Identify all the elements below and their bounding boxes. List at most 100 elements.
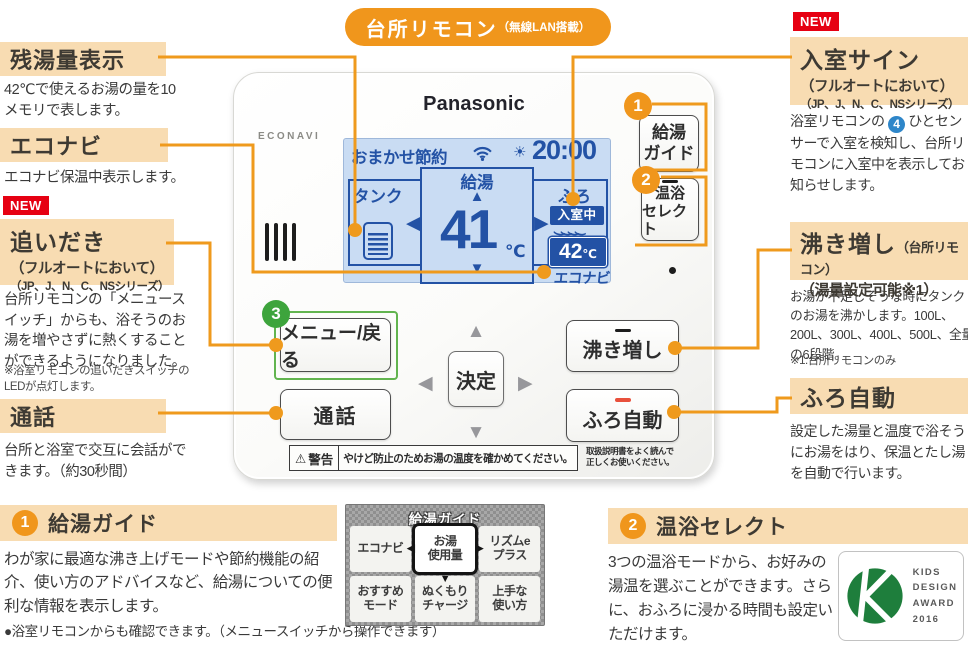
feature2-header: 2 温浴セレクト <box>608 508 968 544</box>
wifi-icon <box>473 147 492 161</box>
guide-cell-recommend: おすすめ モード <box>350 576 411 622</box>
kitchen-remote-badge-title: 台所リモコン <box>365 18 498 41</box>
sensor-number-badge: 4 <box>887 115 905 133</box>
hot-water-guide-button[interactable]: 給湯 ガイド <box>639 115 699 172</box>
guide-cell-howto: 上手な 使い方 <box>479 576 540 622</box>
label-entry-sign: 入室サイン （フルオートにおいて） （JP、J、N、C、NSシリーズ） <box>790 37 968 111</box>
select-down-icon: ▼ <box>439 573 451 585</box>
bath-auto-button[interactable]: ふろ自動 <box>566 389 679 442</box>
select-left-icon: ◀ <box>406 542 415 555</box>
oidaki-description: 台所リモコンの「メニュースイッチ」からも、浴そうのお湯を増やさずに熱くすることが… <box>4 292 187 370</box>
label-boost-title-suffix: （台所リモコン） <box>800 240 959 277</box>
lcd-temperature-unit: ℃ <box>505 242 526 261</box>
label-entry-sign-subtitle1: （フルオートにおいて） <box>800 79 954 95</box>
enter-button[interactable]: 決定 <box>448 351 504 407</box>
label-oidaki-title: 追いだき <box>10 229 106 255</box>
guide-cell-rhythm: リズムe プラス <box>479 526 540 572</box>
new-badge-nyushitsu: NEW <box>793 12 839 31</box>
kids-design-award-text: KIDS DESIGN AWARD 2016 <box>912 566 958 625</box>
section-right-icon: ▶ <box>534 213 549 234</box>
furo-temp-unit: ℃ <box>582 247 597 261</box>
feature1-title: 給湯ガイド <box>48 513 158 536</box>
guide-cell-econavi: エコナビ <box>350 526 411 572</box>
label-oidaki: 追いだき （フルオートにおいて） （JP、J、N、C、NSシリーズ） <box>0 219 174 293</box>
label-boost-title-row: 沸き増し（台所リモコン） <box>800 225 968 279</box>
guide-screen-mock: 給湯ガイド エコナビ お湯 使用量 ◀ ▶ ▼ リズムe プラス おすすめ モー… <box>345 504 545 626</box>
warning-label: ⚠ 警告 <box>290 446 340 470</box>
talk-description: 台所と浴室で交互に会話ができます。（約30秒間） <box>4 443 187 481</box>
furo-temp-box: 42℃ <box>549 237 607 267</box>
guide-screen-grid: エコナビ お湯 使用量 ◀ ▶ ▼ リズムe プラス おすすめ モード ぬくもり… <box>350 526 540 622</box>
feature2-number: 2 <box>620 513 646 539</box>
button-indicator <box>614 328 631 333</box>
nav-up-icon[interactable]: ▲ <box>466 321 486 342</box>
label-bath-auto-title: ふろ自動 <box>800 385 896 411</box>
label-boost-title: 沸き増し <box>800 231 896 257</box>
boost-footnote: ※1:台所リモコンのみ <box>790 355 896 367</box>
kitchen-remote-badge: 台所リモコン （無線LAN搭載） <box>345 8 611 46</box>
kids-design-award-logo: KIDS DESIGN AWARD 2016 <box>838 551 964 641</box>
label-boost-subtitle: （湯量設定可能※1） <box>800 282 938 299</box>
remaining-hot-water-description: 42℃で使えるお湯の量を10メモリで表します。 <box>4 82 176 120</box>
entry-sign-text-post: ひとセンサーで入室を検知し、台所リモコンに入室中を表示してお知らせします。 <box>790 113 965 193</box>
warning-strip: ⚠ 警告 やけど防止のためお湯の温度を確かめてください。 <box>289 445 578 471</box>
lcd-mode-text: おまかせ節約 <box>351 149 448 167</box>
kitchen-remote-device: Panasonic ECONAVI おまかせ節約 ☀ 20:00 タンク 給湯 … <box>233 72 715 480</box>
talk-button[interactable]: 通話 <box>280 389 391 440</box>
warning-note: 取扱説明書をよく読んで 正しくお使いください。 <box>586 446 675 468</box>
speaker-grille <box>265 223 301 266</box>
feature1-bullet: ●浴室リモコンからも確認できます。（メニュースイッチから操作できます） <box>4 624 445 639</box>
feature1-header: 1 給湯ガイド <box>0 505 337 541</box>
entry-sign-text-pre: 浴室リモコンの <box>790 113 885 129</box>
bath-auto-description: 設定した湯量と温度で浴そうにお湯をはり、保温とたし湯を自動で行います。 <box>790 423 966 481</box>
label-econavi-title: エコナビ <box>10 134 103 159</box>
label-talk: 通話 <box>0 399 166 433</box>
select-right-icon: ▶ <box>475 542 484 555</box>
guide-cell-usage-selected: お湯 使用量 ◀ ▶ ▼ <box>407 526 484 585</box>
label-remaining-hot-water-title: 残湯量表示 <box>10 48 126 73</box>
label-talk-title: 通話 <box>10 405 57 430</box>
feature1-number: 1 <box>12 510 38 536</box>
bullet-icon: ● <box>4 624 12 639</box>
nav-right-icon[interactable]: ▶ <box>518 373 533 394</box>
label-oidaki-subtitle2: （JP、J、N、C、NSシリーズ） <box>10 281 169 293</box>
lcd-display: おまかせ節約 ☀ 20:00 タンク 給湯 ▲ 41 ℃ ▼ ◀ ▶ ふろ <box>343 135 611 287</box>
furo-temp-value: 42 <box>559 240 583 263</box>
lcd-temperature: 41 <box>440 198 498 260</box>
menu-back-button[interactable]: メニュー/戻る <box>280 318 391 372</box>
label-entry-sign-title: 入室サイン <box>800 47 920 73</box>
presence-badge: 入室中 <box>550 206 604 225</box>
button-indicator <box>662 179 678 184</box>
label-oidaki-subtitle1: （フルオートにおいて） <box>10 261 164 277</box>
callout-2: 2 <box>632 166 660 194</box>
section-left-icon: ◀ <box>406 213 421 234</box>
label-bath-auto: ふろ自動 <box>790 378 968 414</box>
new-badge-oidaki: NEW <box>3 196 49 215</box>
econavi-logo: ECONAVI <box>258 131 321 142</box>
new-badge-text: NEW <box>3 196 49 215</box>
feature2-title: 温浴セレクト <box>656 516 788 539</box>
temp-down-icon: ▼ <box>469 260 485 277</box>
lcd-tank-label: タンク <box>353 188 403 206</box>
boost-description: お湯が不足しそうな時にタンクのお湯を沸かします。100L、200L、300L、4… <box>790 289 968 362</box>
entry-sign-description: 浴室リモコンの 4 ひとセンサーで入室を検知し、台所リモコンに入室中を表示してお… <box>790 111 968 196</box>
kitchen-remote-badge-subtitle: （無線LAN搭載） <box>497 22 591 34</box>
econavi-description: エコナビ保温中表示します。 <box>4 170 185 186</box>
mic-hole <box>669 267 676 274</box>
lcd-clock: 20:00 <box>532 135 597 165</box>
callout-1: 1 <box>624 92 652 120</box>
kids-design-k-mark <box>846 568 903 624</box>
label-boost: 沸き増し（台所リモコン） （湯量設定可能※1） <box>790 222 968 299</box>
guide-cell-nukumori: ぬくもり チャージ <box>414 576 476 622</box>
sun-icon: ☀ <box>513 144 527 161</box>
nav-down-icon[interactable]: ▼ <box>466 422 486 443</box>
nav-left-icon[interactable]: ◀ <box>418 373 433 394</box>
button-indicator-led <box>614 398 631 402</box>
oidaki-footnote: ※浴室リモコンの追いだきスイッチのLEDが点灯します。 <box>4 365 190 393</box>
lcd-econavi-indicator: エコナビ <box>553 271 611 287</box>
warning-text: やけど防止のためお湯の温度を確かめてください。 <box>343 452 573 465</box>
guide-screen-title: 給湯ガイド <box>408 512 482 527</box>
warning-icon: ⚠ <box>295 451 307 466</box>
boost-button[interactable]: 沸き増し <box>566 320 679 372</box>
